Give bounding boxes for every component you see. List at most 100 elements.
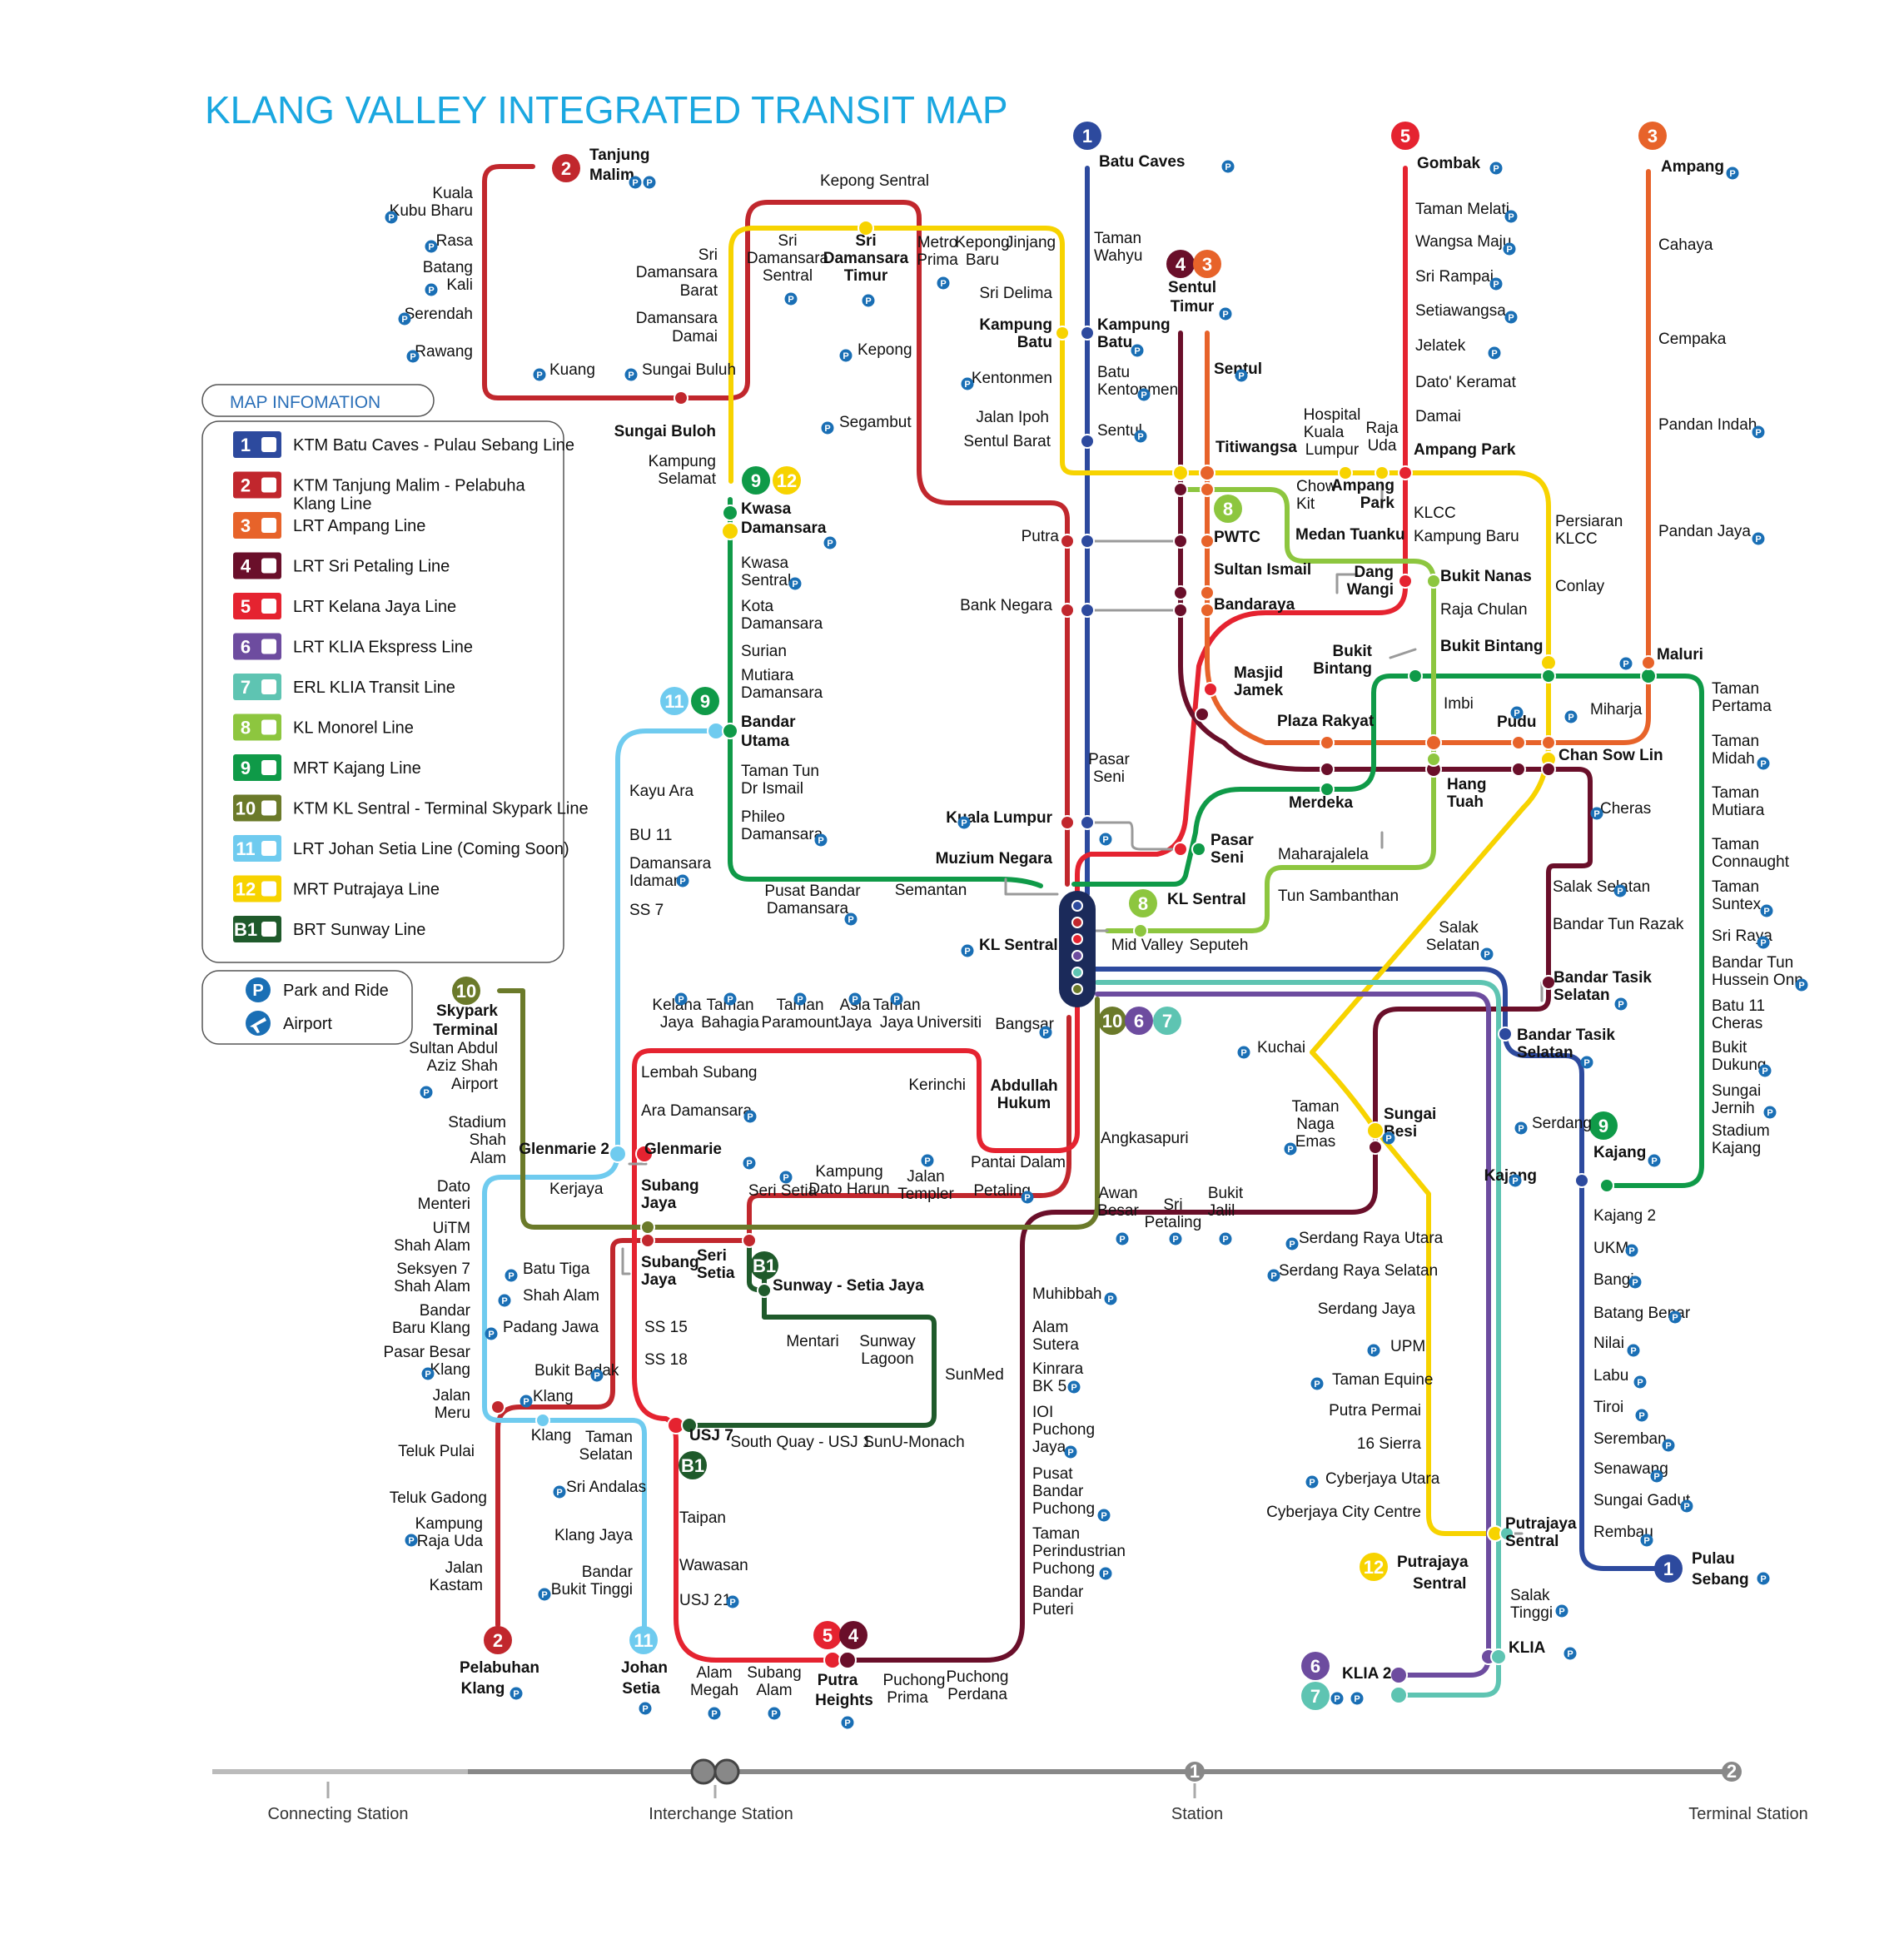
station-label[interactable]: Taman: [1712, 836, 1759, 853]
station-label[interactable]: Barat: [680, 282, 718, 300]
station-label[interactable]: Shah Alam: [394, 1278, 470, 1295]
station-label[interactable]: Utama: [741, 733, 790, 750]
station-label[interactable]: Taipan: [679, 1509, 726, 1527]
station-label[interactable]: Kota: [741, 598, 774, 615]
station-label[interactable]: Sentral: [1505, 1533, 1558, 1550]
station-label[interactable]: Hang: [1447, 776, 1487, 793]
station-label[interactable]: Cheras: [1712, 1015, 1762, 1032]
station-label[interactable]: Kepong: [858, 341, 912, 359]
station-label[interactable]: Sri Rampai: [1415, 268, 1494, 286]
station-label[interactable]: Puchong: [946, 1668, 1008, 1686]
station-label[interactable]: Selatan: [1426, 937, 1479, 954]
station-label[interactable]: Sri: [855, 232, 876, 250]
station-label[interactable]: Bintang: [1313, 660, 1372, 678]
station-label[interactable]: Jaya: [838, 1014, 872, 1032]
station-label[interactable]: Seni: [1211, 849, 1244, 867]
station-label[interactable]: Jaya: [660, 1014, 694, 1032]
station-label[interactable]: Klang: [533, 1388, 574, 1405]
station-label[interactable]: Bandaraya: [1214, 596, 1295, 614]
station-label[interactable]: Batu Tiga: [523, 1260, 590, 1278]
station-label[interactable]: Taman Melati: [1415, 201, 1509, 218]
station-label[interactable]: Pelabuhan: [460, 1659, 539, 1677]
station-label[interactable]: Lembah Subang: [641, 1064, 757, 1081]
station-label[interactable]: Setia: [697, 1265, 735, 1282]
station-label[interactable]: Sentul: [1214, 360, 1262, 378]
station-label[interactable]: Taman Tun: [741, 763, 819, 780]
station-label[interactable]: Jinjang: [1006, 234, 1056, 251]
station-label[interactable]: Subang: [747, 1664, 802, 1682]
station-label[interactable]: Dukung: [1712, 1057, 1767, 1074]
station-label[interactable]: Setia: [622, 1680, 660, 1698]
station-label[interactable]: Padang Jawa: [503, 1319, 599, 1336]
station-label[interactable]: SunMed: [945, 1366, 1004, 1384]
station-label[interactable]: Bangsar: [995, 1016, 1054, 1033]
station-label[interactable]: Petaling: [1145, 1214, 1202, 1231]
station-label[interactable]: Conlay: [1555, 578, 1605, 595]
station-label[interactable]: Pudu: [1497, 713, 1537, 731]
station-label[interactable]: Seri Setia: [748, 1182, 818, 1200]
station-label[interactable]: Plaza Rakyat: [1277, 713, 1375, 730]
station-label[interactable]: Kajang 2: [1593, 1207, 1656, 1225]
station-label[interactable]: Glenmarie: [644, 1141, 722, 1158]
station-label[interactable]: Sunway: [859, 1333, 916, 1350]
station-label[interactable]: Bandar Tun: [1712, 954, 1793, 972]
station-label[interactable]: Alam: [756, 1682, 792, 1699]
station-label[interactable]: Dato Harun: [808, 1181, 889, 1198]
station-label[interactable]: Wangsa Maju: [1415, 233, 1511, 251]
station-label[interactable]: Kampung: [649, 453, 716, 470]
station-label[interactable]: Selatan: [579, 1446, 633, 1464]
station-label[interactable]: Kwasa: [741, 554, 788, 572]
station-label[interactable]: Klang Jaya: [554, 1527, 633, 1544]
station-label[interactable]: KLIA 2: [1342, 1665, 1391, 1683]
station-label[interactable]: Tuah: [1447, 793, 1484, 811]
station-label[interactable]: Kajang: [1593, 1144, 1646, 1161]
station-label[interactable]: Sri Andalas: [566, 1479, 646, 1496]
station-label[interactable]: Sultan Abdul: [409, 1040, 498, 1057]
station-label[interactable]: Kentonmen: [1097, 381, 1178, 399]
station-label[interactable]: Teluk Pulai: [398, 1443, 475, 1460]
station-label[interactable]: Puchong: [1032, 1500, 1095, 1518]
station-label[interactable]: Batang: [423, 259, 473, 276]
station-label[interactable]: Serdang: [1532, 1115, 1592, 1132]
station-label[interactable]: Semantan: [895, 882, 967, 899]
station-label[interactable]: Jalan: [907, 1168, 944, 1186]
station-label[interactable]: Jaya: [1032, 1439, 1066, 1456]
station-label[interactable]: Sunway - Setia Jaya: [773, 1277, 924, 1295]
station-label[interactable]: Damansara: [636, 264, 718, 281]
station-label[interactable]: Ampang Park: [1414, 441, 1516, 459]
station-label[interactable]: Damai: [672, 328, 718, 346]
station-label[interactable]: Hukum: [997, 1095, 1051, 1112]
station-label[interactable]: Merdeka: [1289, 794, 1354, 812]
station-label[interactable]: Klang: [461, 1680, 505, 1698]
station-label[interactable]: Selamat: [658, 470, 716, 488]
station-label[interactable]: Teluk Gadong: [390, 1489, 487, 1507]
station-label[interactable]: Miharja: [1590, 701, 1643, 718]
station-label[interactable]: Tun Sambanthan: [1278, 887, 1399, 905]
station-label[interactable]: Chan Sow Lin: [1558, 747, 1663, 764]
station-label[interactable]: Sentral: [763, 267, 813, 285]
station-label[interactable]: Jaya: [641, 1195, 677, 1212]
station-label[interactable]: Kuala Lumpur: [946, 809, 1052, 827]
station-label[interactable]: UKM: [1593, 1240, 1628, 1257]
station-label[interactable]: Aziz Shah: [426, 1057, 498, 1075]
station-label[interactable]: Timur: [844, 267, 888, 285]
station-label[interactable]: Perindustrian: [1032, 1543, 1126, 1560]
station-label[interactable]: Sultan Ismail: [1214, 561, 1311, 579]
station-label[interactable]: Kepong Sentral: [820, 172, 929, 190]
station-label[interactable]: Stadium: [448, 1114, 506, 1131]
station-label[interactable]: Bank Negara: [960, 597, 1052, 614]
station-label[interactable]: Kinrara: [1032, 1360, 1084, 1378]
station-label[interactable]: Jelatek: [1415, 337, 1466, 355]
station-label[interactable]: Medan Tuanku: [1295, 526, 1405, 544]
station-label[interactable]: Dr Ismail: [741, 780, 803, 798]
station-label[interactable]: Tiroi: [1593, 1399, 1623, 1416]
station-label[interactable]: Taman: [1291, 1098, 1339, 1116]
station-label[interactable]: Megah: [690, 1682, 738, 1699]
station-label[interactable]: Imbi: [1444, 695, 1474, 713]
station-label[interactable]: Heights: [815, 1692, 873, 1709]
station-label[interactable]: Rasa: [436, 232, 474, 250]
station-label[interactable]: Hussein Onn: [1712, 972, 1803, 989]
station-label[interactable]: Awan: [1098, 1185, 1137, 1202]
station-label[interactable]: Angkasapuri: [1101, 1130, 1189, 1147]
station-label[interactable]: Jamek: [1234, 682, 1284, 699]
